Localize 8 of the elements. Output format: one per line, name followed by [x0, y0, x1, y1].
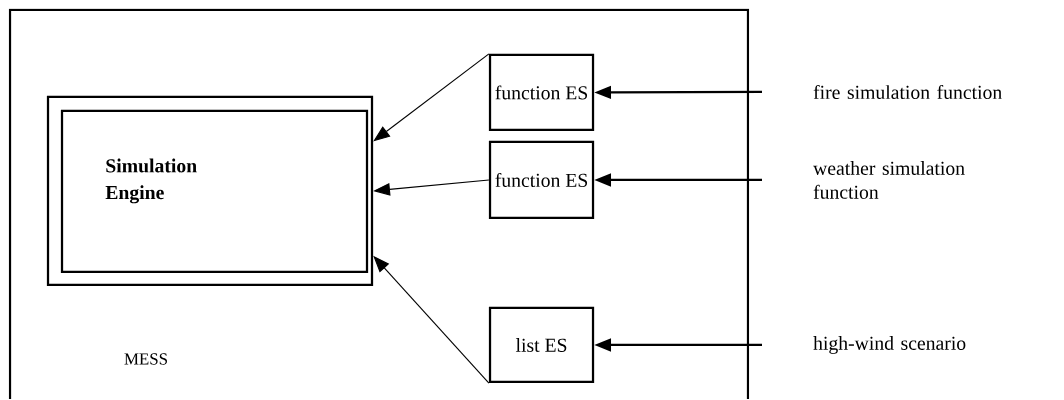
arrow — [373, 53, 490, 142]
input-label: weather simulation function — [813, 161, 965, 199]
input-label: fire simulation function — [813, 84, 1002, 99]
process-box: function ES — [488, 140, 595, 220]
engine-box: Simulation Engine — [46, 95, 374, 287]
input-label: high-wind scenario — [813, 336, 966, 354]
process-box: function ES — [488, 53, 595, 132]
process-box: list ES — [488, 306, 595, 384]
